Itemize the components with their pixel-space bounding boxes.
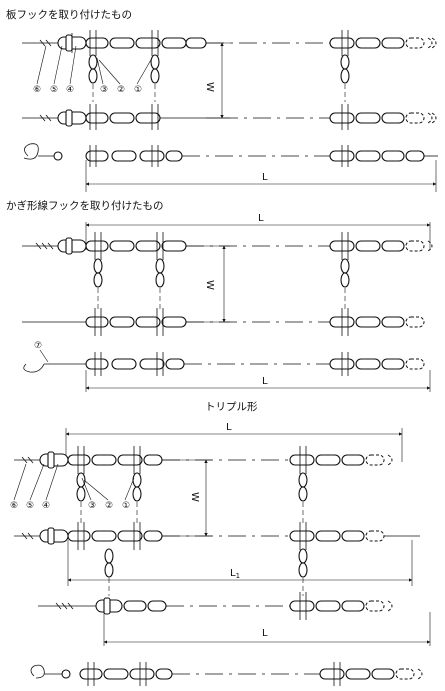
chain-row1-right: [329, 30, 437, 56]
part-5: ⑤: [50, 85, 58, 95]
part-6-triple: ⑥: [10, 501, 18, 511]
section-title-plate-hook: 板フックを取り付けたもの: [6, 8, 132, 21]
part-2-triple: ②: [105, 501, 113, 511]
part-5-triple: ⑤: [26, 501, 34, 511]
part-7: ⑦: [34, 341, 42, 351]
dim-l1-sub: 1: [236, 572, 240, 580]
dim-w-wire-hook: W: [204, 280, 215, 290]
plate-hook-row1: [57, 33, 87, 53]
dim-w-triple: W: [189, 492, 200, 502]
dim-l1-main: L: [230, 568, 236, 579]
dim-l1-triple: L1: [230, 568, 240, 580]
part-6: ⑥: [33, 85, 41, 95]
part-4-triple: ④: [42, 501, 50, 511]
dropper-3: [340, 54, 350, 102]
plate-hook-side: [23, 143, 39, 160]
dim-w-plate-hook: W: [204, 82, 215, 92]
section-title-wire-hook: かぎ形線フックを取り付けたもの: [6, 199, 164, 212]
dim-l-wire-hook-top: L: [258, 213, 264, 224]
dim-l-triple-bottom: L: [262, 628, 268, 639]
dropper-2: [150, 54, 160, 102]
part-3: ③: [100, 85, 108, 95]
dim-l-wire-hook-bottom: L: [262, 376, 268, 387]
section-plate-hook: W ⑥ ⑤ ④ ③ ② ①: [22, 30, 438, 192]
part-1-triple: ①: [122, 501, 130, 511]
dropper-1: [88, 54, 98, 102]
part-2: ②: [117, 85, 125, 95]
chain-row1: [85, 30, 207, 56]
part-4: ④: [66, 85, 74, 95]
section-title-triple: トリプル形: [205, 401, 258, 413]
dim-l-triple-top: L: [226, 422, 232, 433]
section-triple: L W ⑥ ⑤ ④ ③: [10, 422, 431, 686]
part-3-triple: ③: [88, 501, 96, 511]
wire-twist: [39, 39, 52, 47]
wire-hook-side: [23, 363, 45, 373]
triple-hook-side: [30, 664, 45, 679]
part-1: ①: [134, 85, 142, 95]
section-wire-hook: L W: [22, 213, 433, 392]
dim-l-plate-hook: L: [262, 172, 268, 183]
